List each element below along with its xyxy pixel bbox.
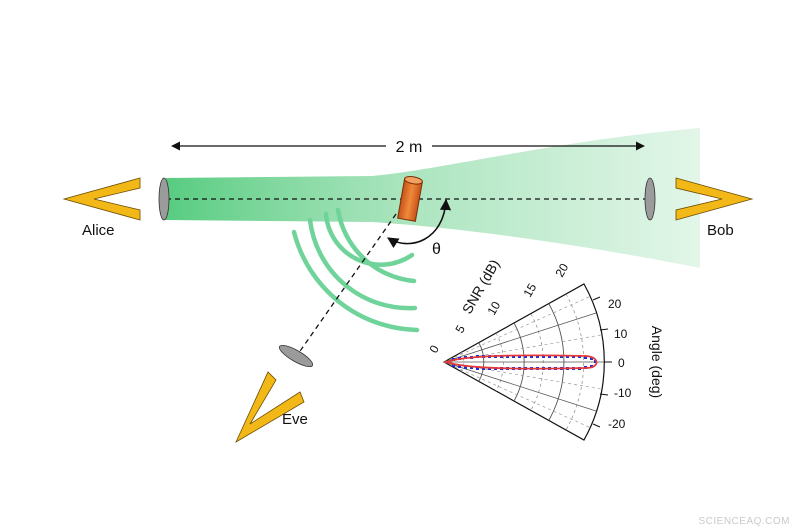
radial-tick-10: 10 xyxy=(484,299,503,318)
angle-axis-label: Angle (deg) xyxy=(649,326,665,398)
angle-tick-neg10: -10 xyxy=(614,386,632,400)
alice-lens xyxy=(158,177,170,221)
eve-lens xyxy=(278,344,314,368)
angle-tick-10: 10 xyxy=(614,327,628,341)
alice-antenna-icon xyxy=(62,177,141,221)
angle-tick-neg20: -20 xyxy=(608,417,626,431)
radial-tick-20: 20 xyxy=(552,261,571,280)
distance-label: 2 m xyxy=(396,139,423,156)
snr-lobe-fit xyxy=(443,354,598,370)
eavesdrop-line xyxy=(297,213,397,355)
bob-lens xyxy=(644,177,656,221)
thz-beam xyxy=(166,128,700,268)
angle-tick-20: 20 xyxy=(608,297,622,311)
radial-tick-15: 15 xyxy=(520,281,539,300)
distance-label-bg xyxy=(386,134,432,158)
alice-label: Alice xyxy=(82,222,115,239)
eve-antenna-icon xyxy=(235,371,305,443)
eve-label: Eve xyxy=(282,411,308,428)
radial-tick-5: 5 xyxy=(452,322,468,335)
scattered-waves xyxy=(291,207,420,333)
bob-antenna-icon xyxy=(675,177,754,221)
bob-label: Bob xyxy=(707,222,734,239)
angle-tick-0: 0 xyxy=(618,356,625,370)
rotation-arrow xyxy=(387,198,452,249)
theta-label: θ xyxy=(432,241,441,258)
polar-inset: 0 5 10 15 20 SNR (dB) 20 10 0 -10 -20 An… xyxy=(426,257,665,441)
radial-tick-0: 0 xyxy=(426,342,442,355)
watermark: SCIENCEAQ.COM xyxy=(698,516,790,527)
